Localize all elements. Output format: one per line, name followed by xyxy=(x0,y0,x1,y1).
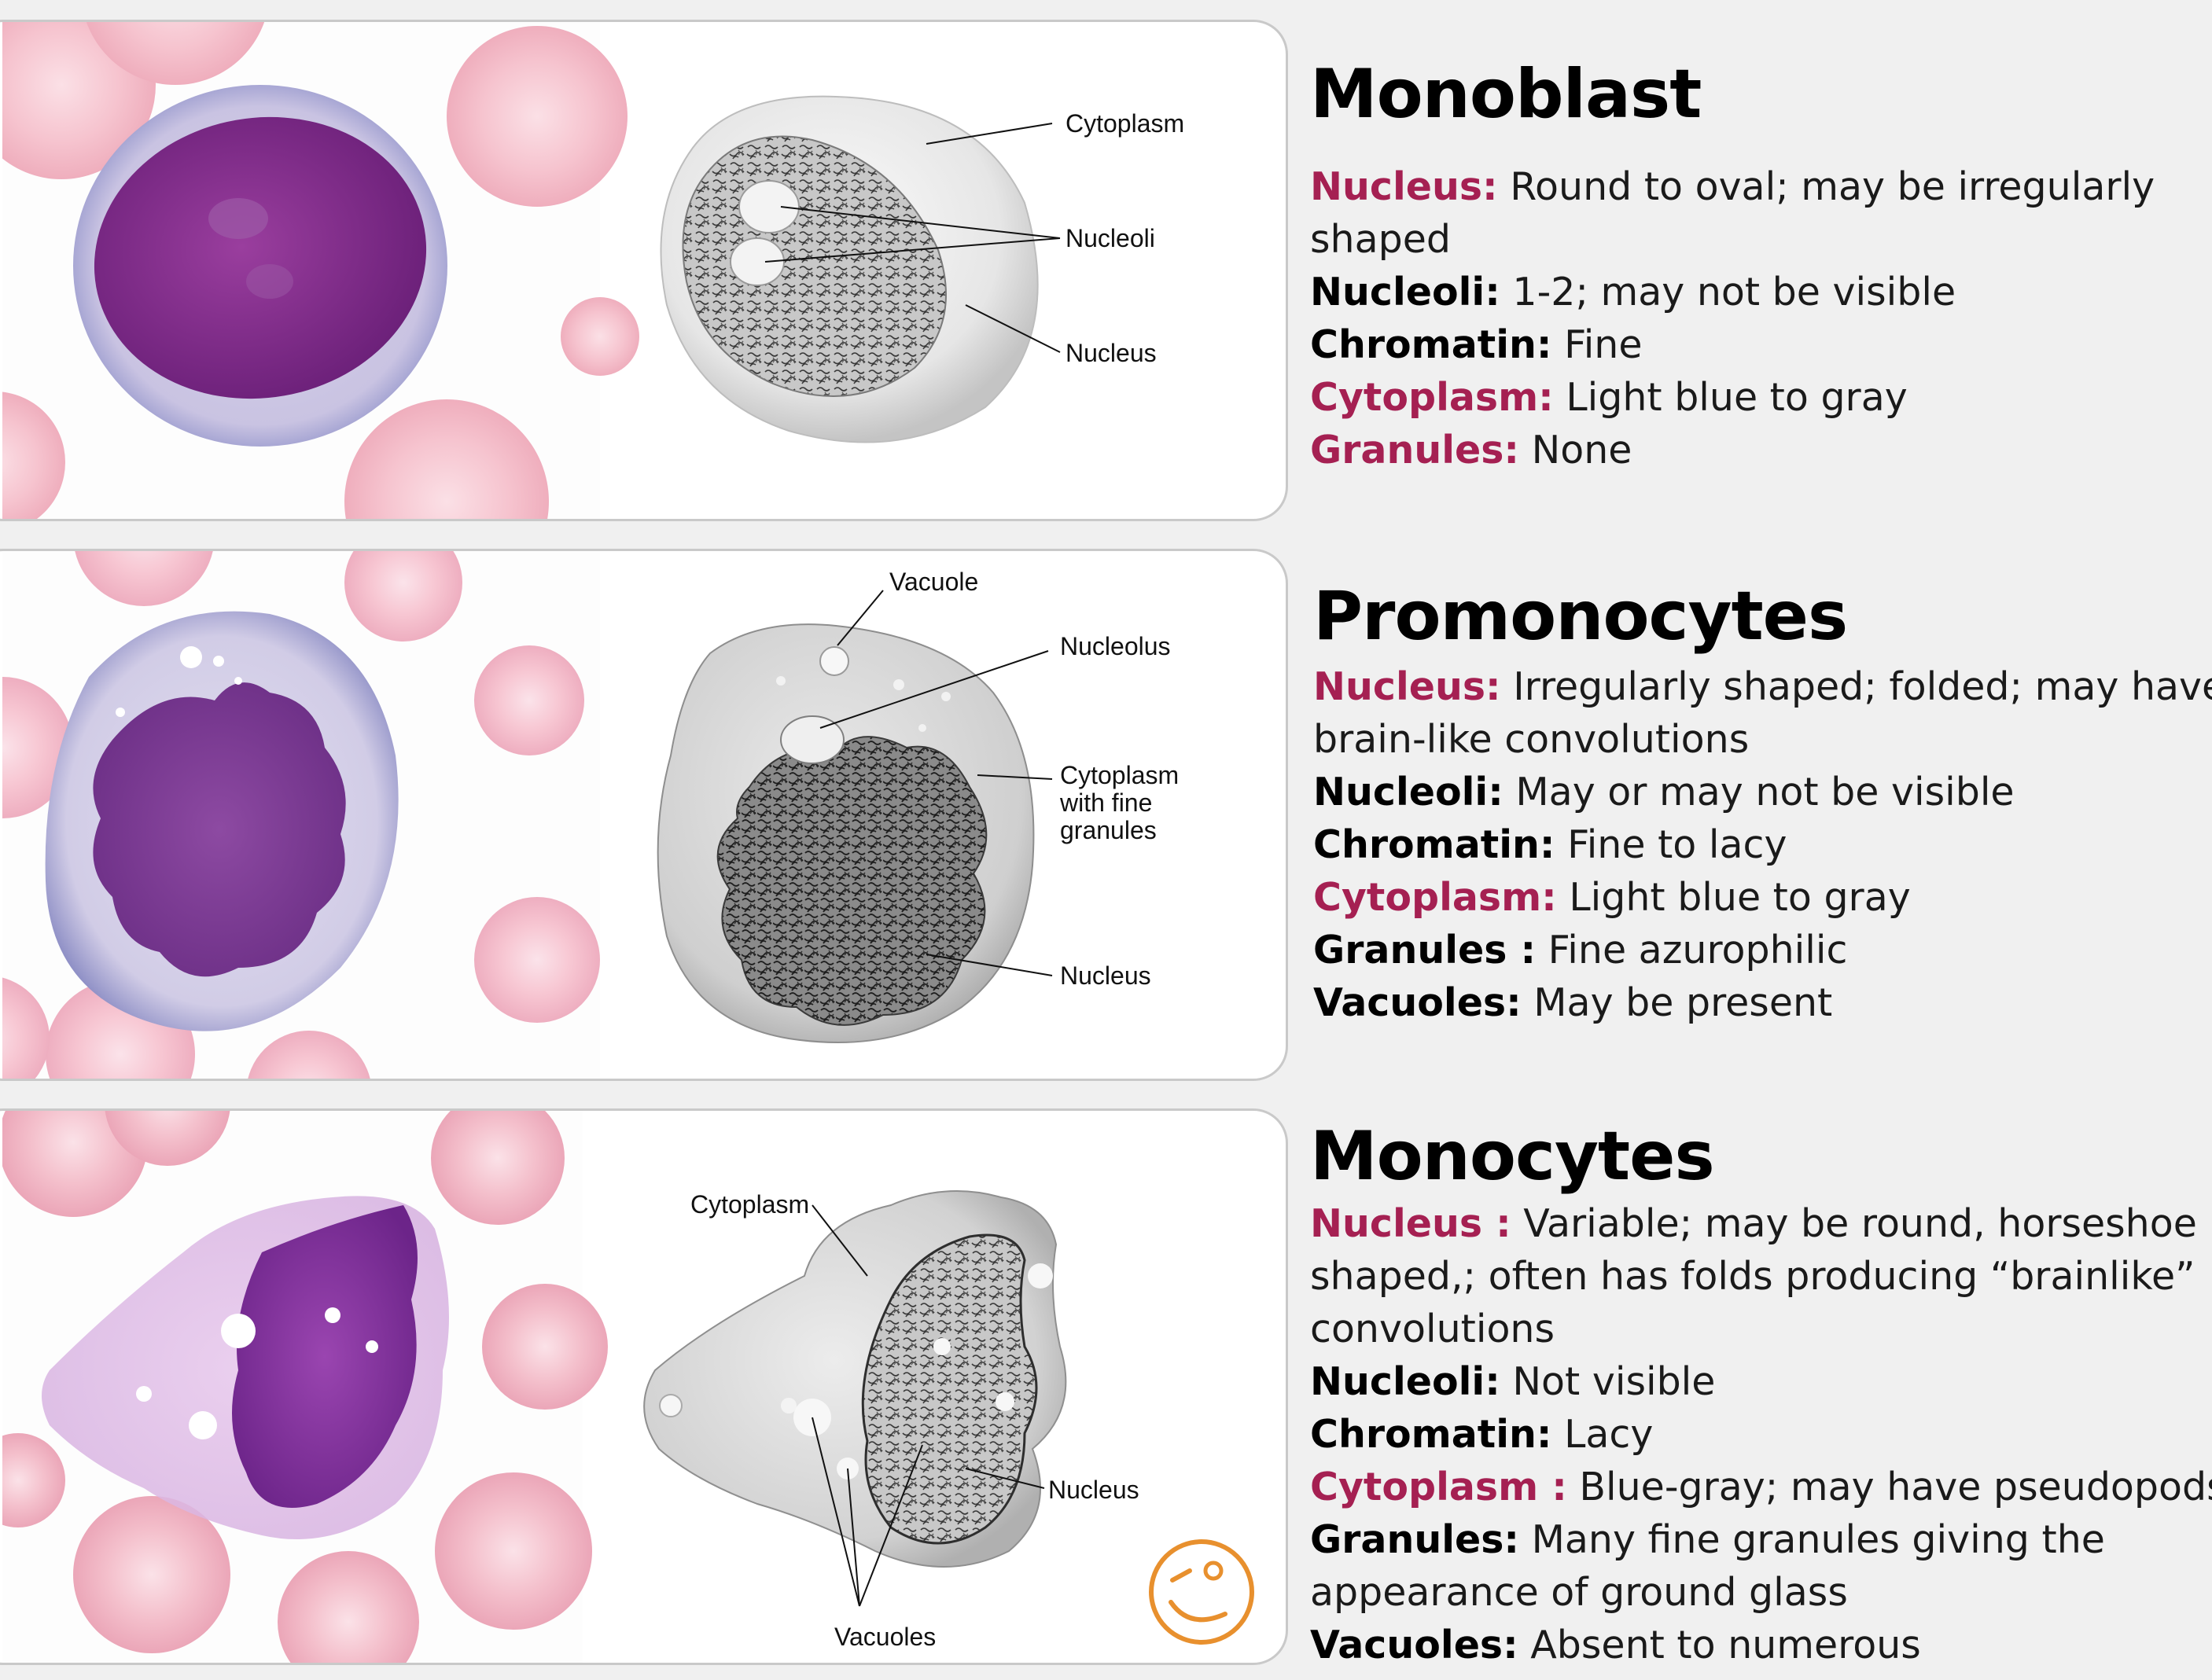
property-row: Granules: None xyxy=(1310,428,1632,472)
label-vacuoles: Vacuoles xyxy=(834,1623,936,1651)
label-nucleus: Nucleus xyxy=(1066,339,1157,367)
property-row: Vacuoles: May be present xyxy=(1313,980,1833,1025)
property-row: Nucleus: Irregularly shaped; folded; may… xyxy=(1313,664,2212,709)
monoblast-info: Monoblast Nucleus: Round to oval; may be… xyxy=(1310,55,2212,476)
property-row-cont: convolutions xyxy=(1310,1307,1555,1351)
property-row-cont: shaped,; often has folds producing “brai… xyxy=(1310,1254,2195,1299)
property-row-cont: brain-like convolutions xyxy=(1313,717,1750,762)
label-nucleoli: Nucleoli xyxy=(1066,224,1155,252)
label-cytoplasm: Cytoplasm xyxy=(1066,109,1184,138)
property-row: Chromatin: Fine to lacy xyxy=(1313,822,1787,867)
promonocyte-illustrations: Vacuole Nucleolus Cytoplasm with fine gr… xyxy=(2,551,1179,1079)
wink-smiley-logo xyxy=(1149,1539,1254,1645)
property-row: Nucleus: Round to oval; may be irregular… xyxy=(1310,164,2155,209)
property-row: Nucleus : Variable; may be round, horses… xyxy=(1310,1201,2197,1246)
label-cytoplasm-line3: granules xyxy=(1060,816,1157,844)
monocyte-title: Monocytes xyxy=(1310,1117,1715,1196)
property-row: Chromatin: Lacy xyxy=(1310,1412,1654,1457)
label-nucleus: Nucleus xyxy=(1060,961,1151,990)
property-row: Nucleoli: 1-2; may not be visible xyxy=(1310,270,1956,314)
monoblast-image-panel: Cytoplasm Nucleoli Nucleus xyxy=(0,20,1288,521)
monocyte-illustrations: Cytoplasm Nucleus Vacuoles xyxy=(2,1111,1254,1663)
label-vacuole: Vacuole xyxy=(889,568,978,596)
monocyte-image-panel: Cytoplasm Nucleus Vacuoles xyxy=(0,1108,1288,1665)
label-cytoplasm: Cytoplasm xyxy=(1060,761,1179,789)
monoblast-illustrations: Cytoplasm Nucleoli Nucleus xyxy=(2,22,1184,519)
property-row: Nucleoli: Not visible xyxy=(1310,1359,1716,1404)
property-row-cont: appearance of ground glass xyxy=(1310,1570,1848,1615)
promonocyte-info: Promonocytes Nucleus: Irregularly shaped… xyxy=(1313,577,2212,1029)
property-row: Cytoplasm: Light blue to gray xyxy=(1310,375,1908,420)
property-row: Chromatin: Fine xyxy=(1310,322,1643,367)
monoblast-title: Monoblast xyxy=(1310,55,1702,134)
property-row: Granules : Fine azurophilic xyxy=(1313,928,1848,972)
property-row-cont: shaped xyxy=(1310,217,1451,262)
promonocyte-image-panel: Vacuole Nucleolus Cytoplasm with fine gr… xyxy=(0,549,1288,1081)
label-nucleolus: Nucleolus xyxy=(1060,632,1171,660)
label-nucleus: Nucleus xyxy=(1048,1476,1139,1504)
label-cytoplasm: Cytoplasm xyxy=(690,1190,809,1219)
property-row: Vacuoles: Absent to numerous xyxy=(1310,1623,1921,1667)
property-row: Cytoplasm: Light blue to gray xyxy=(1313,875,1911,920)
promonocyte-title: Promonocytes xyxy=(1313,577,1848,656)
monocyte-info: Monocytes Nucleus : Variable; may be rou… xyxy=(1310,1117,2212,1671)
property-row: Cytoplasm : Blue-gray; may have pseudopo… xyxy=(1310,1465,2212,1509)
label-cytoplasm-line2: with fine xyxy=(1059,789,1152,817)
property-row: Granules: Many fine granules giving the xyxy=(1310,1517,2105,1562)
property-row: Nucleoli: May or may not be visible xyxy=(1313,770,2015,814)
